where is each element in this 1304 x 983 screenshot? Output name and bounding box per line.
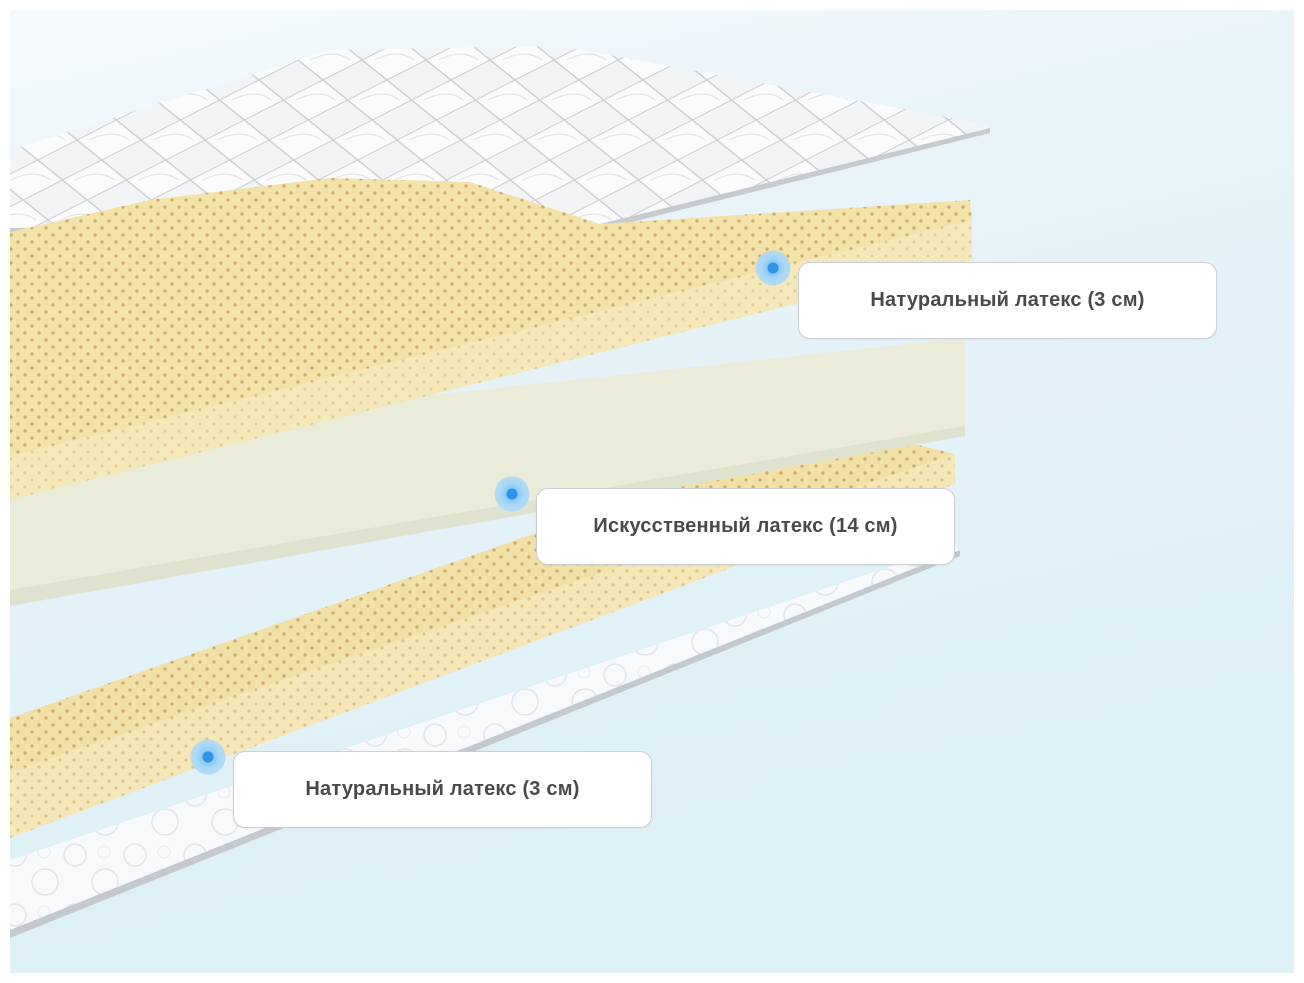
callout-label: Искусственный латекс (14 см)	[593, 515, 898, 537]
layer-marker-icon[interactable]	[755, 250, 791, 286]
callout-label: Натуральный латекс (3 см)	[870, 289, 1145, 311]
layer-marker-icon[interactable]	[494, 476, 530, 512]
top-cover	[10, 46, 990, 232]
callout-artificial-latex: Искусственный латекс (14 см)	[536, 488, 955, 565]
callout-label: Натуральный латекс (3 см)	[305, 778, 580, 800]
bottom-cover-edge	[10, 550, 960, 938]
layer-marker-icon[interactable]	[190, 739, 226, 775]
callout-bottom-natural-latex: Натуральный латекс (3 см)	[233, 751, 652, 828]
middle-foam	[10, 338, 965, 600]
callout-top-natural-latex: Натуральный латекс (3 см)	[798, 262, 1217, 339]
middle-foam-shade	[10, 426, 965, 606]
